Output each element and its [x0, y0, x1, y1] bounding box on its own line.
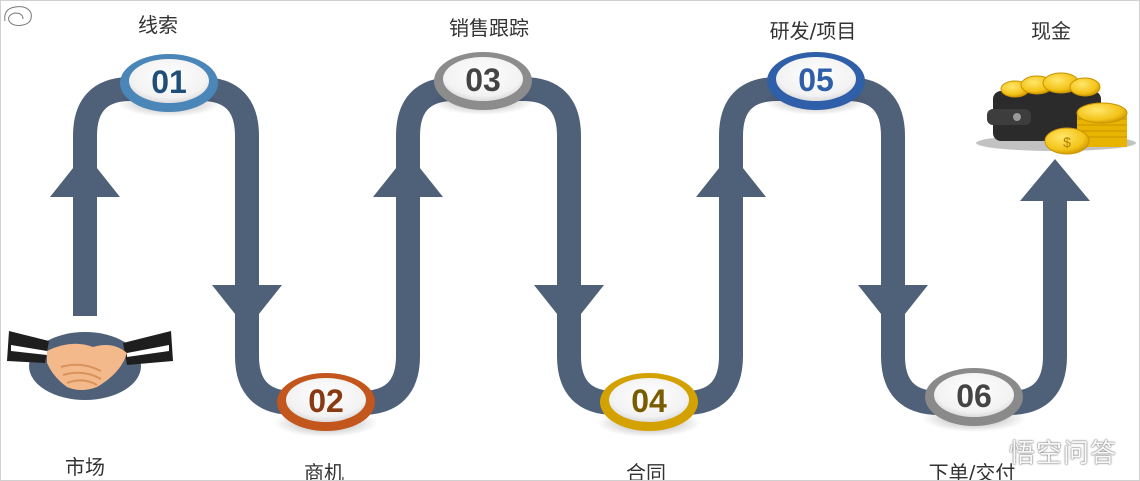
step-04-badge: 04 — [597, 373, 701, 437]
step-02-number: 02 — [308, 383, 344, 419]
label-cash: 现金 — [1031, 19, 1071, 43]
label-order-delivery: 下单/交付 — [928, 461, 1016, 481]
step-03-number: 03 — [465, 62, 501, 98]
arrow-up-icon — [373, 153, 443, 197]
wallet-coins-icon: $ — [976, 72, 1136, 155]
step-06-badge: 06 — [922, 368, 1026, 432]
label-contract: 合同 — [626, 461, 666, 481]
step-01-badge: 01 — [117, 54, 221, 117]
step-05-number: 05 — [798, 62, 834, 98]
wukong-logo-icon — [3, 5, 33, 27]
label-market: 市场 — [65, 455, 105, 479]
step-02-badge: 02 — [274, 373, 378, 437]
arrow-up-icon — [1020, 159, 1090, 201]
step-06-number: 06 — [956, 378, 992, 414]
step-03-badge: 03 — [431, 52, 535, 115]
flow-path — [73, 77, 1067, 415]
arrow-up-icon — [50, 153, 120, 197]
step-04-number: 04 — [631, 383, 667, 419]
handshake-icon — [7, 331, 173, 400]
step-01-number: 01 — [151, 64, 187, 100]
arrow-down-icon — [212, 285, 282, 329]
arrow-up-icon — [696, 153, 766, 197]
arrow-down-icon — [534, 285, 604, 329]
step-05-badge: 05 — [764, 52, 868, 115]
watermark-text: 悟空问答 — [1008, 439, 1117, 469]
label-opportunity: 商机 — [304, 461, 344, 481]
label-sales-tracking: 销售跟踪 — [449, 16, 529, 40]
label-rnd-project: 研发/项目 — [769, 19, 857, 43]
arrow-down-icon — [858, 285, 928, 329]
label-lead: 线索 — [138, 13, 178, 37]
svg-text:$: $ — [1063, 134, 1071, 150]
